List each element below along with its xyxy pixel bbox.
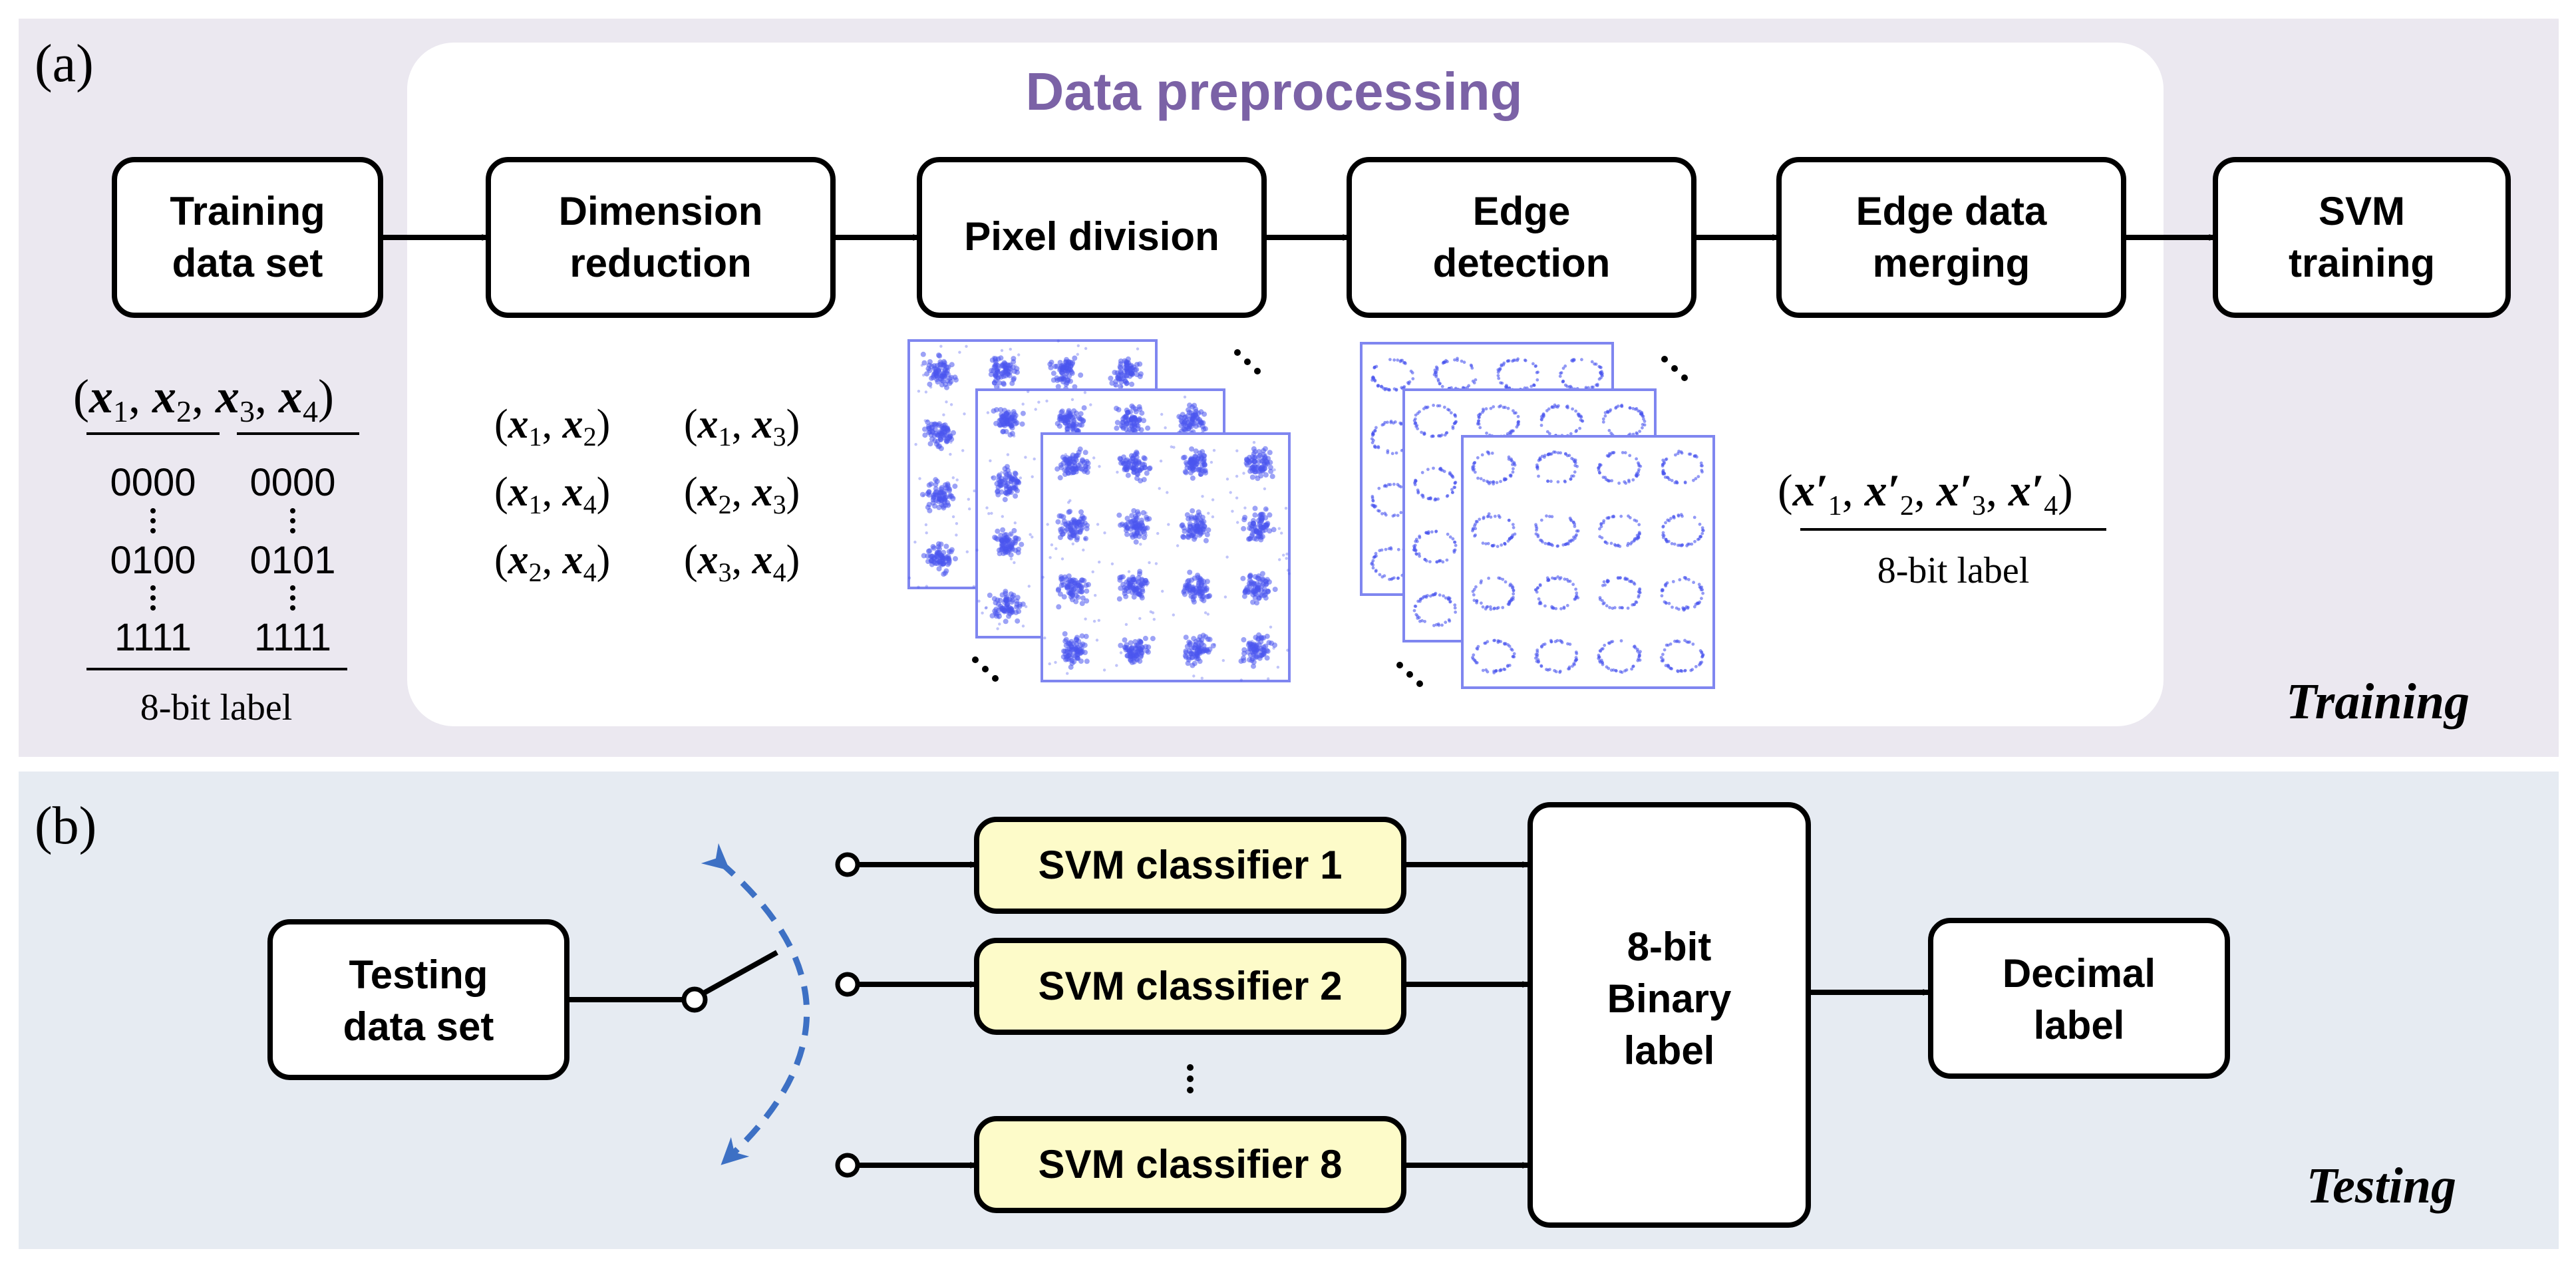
label-code: 1111 [254,616,331,659]
preprocessing-title: Data preprocessing [1026,62,1523,121]
label-code: 0100 [110,539,196,582]
box-line1: Pixel division [964,214,1219,259]
svm-classifier-2: SVM classifier 2 [977,940,1404,1032]
svm-classifier-1: SVM classifier 1 [977,819,1404,911]
box-line2: data set [343,1004,494,1049]
box-line1: SVM [2319,189,2405,233]
box-line3: label [1624,1028,1715,1073]
panel-b: (b) Testing Testing data set SVM clas [19,772,2559,1249]
input-terminal [838,855,858,875]
classifier-ellipsis-icon [1187,1064,1194,1093]
label-code: 1111 [114,616,192,659]
label-code: 0000 [249,461,335,504]
edge-data-merging-box: Edge data merging [1779,160,2124,315]
input-terminal [838,1155,858,1175]
classifier-label: SVM classifier 2 [1039,964,1343,1008]
label-code: 0101 [249,539,335,582]
box-line1: Dimension [559,189,763,233]
panel-a-label: (a) [35,35,94,93]
classifier-label: SVM classifier 1 [1039,843,1343,887]
binary-label-box: 8-bit Binary label [1530,805,1808,1225]
training-data-set-box: Training data set [114,160,381,315]
box-line1: Edge data [1856,189,2047,233]
svm-training-box: SVM training [2215,160,2508,315]
box-line2: detection [1433,241,1611,285]
testing-corner-label: Testing [2307,1158,2456,1214]
edge-detection-box: Edge detection [1349,160,1694,315]
box-line1: Training [170,189,325,233]
switch-pivot [684,989,705,1010]
training-tuple: (x1, x2, x3, x4) [73,370,334,428]
merged-caption: 8-bit label [1877,550,2030,591]
pixel-division-box: Pixel division [919,160,1264,315]
label-table-caption: 8-bit label [140,687,293,728]
box-line2: reduction [569,241,751,285]
testing-data-set-box: Testing data set [270,922,567,1077]
box-line1: 8-bit [1627,924,1712,969]
input-terminal [838,974,858,994]
box-line1: Decimal [2003,951,2156,996]
box-line2: Binary [1607,976,1732,1021]
box-line2: data set [172,241,323,285]
merged-tuple: (x′1, x′2, x′3, x′4) [1778,465,2073,521]
box-line2: training [2289,241,2435,285]
box-line2: merging [1873,241,2030,285]
svm-classifier-8: SVM classifier 8 [977,1119,1404,1210]
decimal-label-box: Decimal label [1931,920,2227,1076]
label-code: 0000 [110,461,196,504]
edge-frame [1462,436,1714,688]
box-line1: Edge [1473,189,1571,233]
training-corner-label: Training [2286,674,2470,730]
box-line2: label [2034,1003,2125,1048]
panel-b-label: (b) [35,797,96,855]
dimension-reduction-box: Dimension reduction [488,160,833,315]
box-line1: Testing [349,952,488,997]
panel-a: (a) Data preprocessing Training Training… [19,19,2559,757]
classifier-label: SVM classifier 8 [1039,1142,1343,1187]
